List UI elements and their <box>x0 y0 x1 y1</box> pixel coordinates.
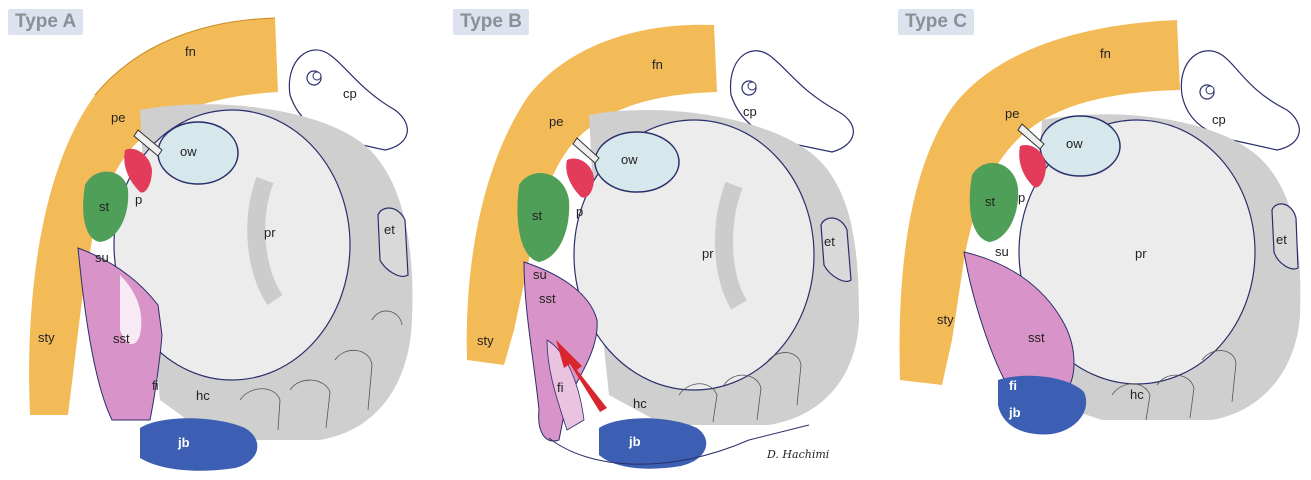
label-fi: fi <box>152 378 159 393</box>
label-st: st <box>532 208 543 223</box>
label-sst: sst <box>1028 330 1045 345</box>
label-et: et <box>384 222 395 237</box>
label-sty: sty <box>937 312 954 327</box>
artist-signature: D. Hachimi <box>766 448 829 461</box>
panel-title: Type B <box>453 9 529 35</box>
label-et: et <box>1276 232 1287 247</box>
label-pe: pe <box>1005 106 1019 121</box>
label-sty: sty <box>38 330 55 345</box>
label-cp: cp <box>743 104 757 119</box>
label-pr: pr <box>264 225 276 240</box>
label-jb: jb <box>628 434 641 449</box>
label-sst: sst <box>539 291 556 306</box>
label-fi: fi <box>557 380 564 395</box>
label-pe: pe <box>549 114 563 129</box>
oval-window <box>158 122 238 184</box>
label-hc: hc <box>1130 387 1144 402</box>
panel-title: Type C <box>898 9 974 35</box>
jugular-bulb <box>140 418 257 471</box>
label-hc: hc <box>633 396 647 411</box>
panel-type-b: fn cp pe ow p st su pr et sst sty fi hc … <box>449 0 886 480</box>
panel-title: Type A <box>8 9 83 35</box>
panel-type-c: fn cp pe ow p st su pr et sst sty fi hc … <box>892 0 1311 480</box>
label-fn: fn <box>185 44 196 59</box>
label-jb: jb <box>177 435 190 450</box>
label-pe: pe <box>111 110 125 125</box>
label-ow: ow <box>1066 136 1083 151</box>
label-su: su <box>533 267 547 282</box>
diagram-type-b: fn cp pe ow p st su pr et sst sty fi hc … <box>449 0 886 480</box>
label-p: p <box>576 204 583 219</box>
pyramid <box>566 159 594 198</box>
label-et: et <box>824 234 835 249</box>
diagram-type-c: fn cp pe ow p st su pr et sst sty fi hc … <box>892 0 1311 480</box>
jugular-bulb <box>599 418 706 468</box>
label-jb: jb <box>1008 405 1021 420</box>
label-cp: cp <box>343 86 357 101</box>
stapedius-tendon-region <box>517 173 569 262</box>
label-st: st <box>99 199 110 214</box>
label-pr: pr <box>702 246 714 261</box>
label-p: p <box>135 192 142 207</box>
label-cp: cp <box>1212 112 1226 127</box>
diagram-type-a: fn cp pe ow p st su pr et sst sty fi hc … <box>0 0 437 480</box>
label-p: p <box>1018 190 1025 205</box>
label-su: su <box>995 244 1009 259</box>
label-st: st <box>985 194 996 209</box>
label-ow: ow <box>621 152 638 167</box>
label-fi: fi <box>1009 378 1017 393</box>
panel-type-a: fn cp pe ow p st su pr et sst sty fi hc … <box>0 0 437 480</box>
label-ow: ow <box>180 144 197 159</box>
label-fn: fn <box>652 57 663 72</box>
label-pr: pr <box>1135 246 1147 261</box>
label-fn: fn <box>1100 46 1111 61</box>
label-su: su <box>95 250 109 265</box>
label-sty: sty <box>477 333 494 348</box>
label-sst: sst <box>113 331 130 346</box>
label-hc: hc <box>196 388 210 403</box>
